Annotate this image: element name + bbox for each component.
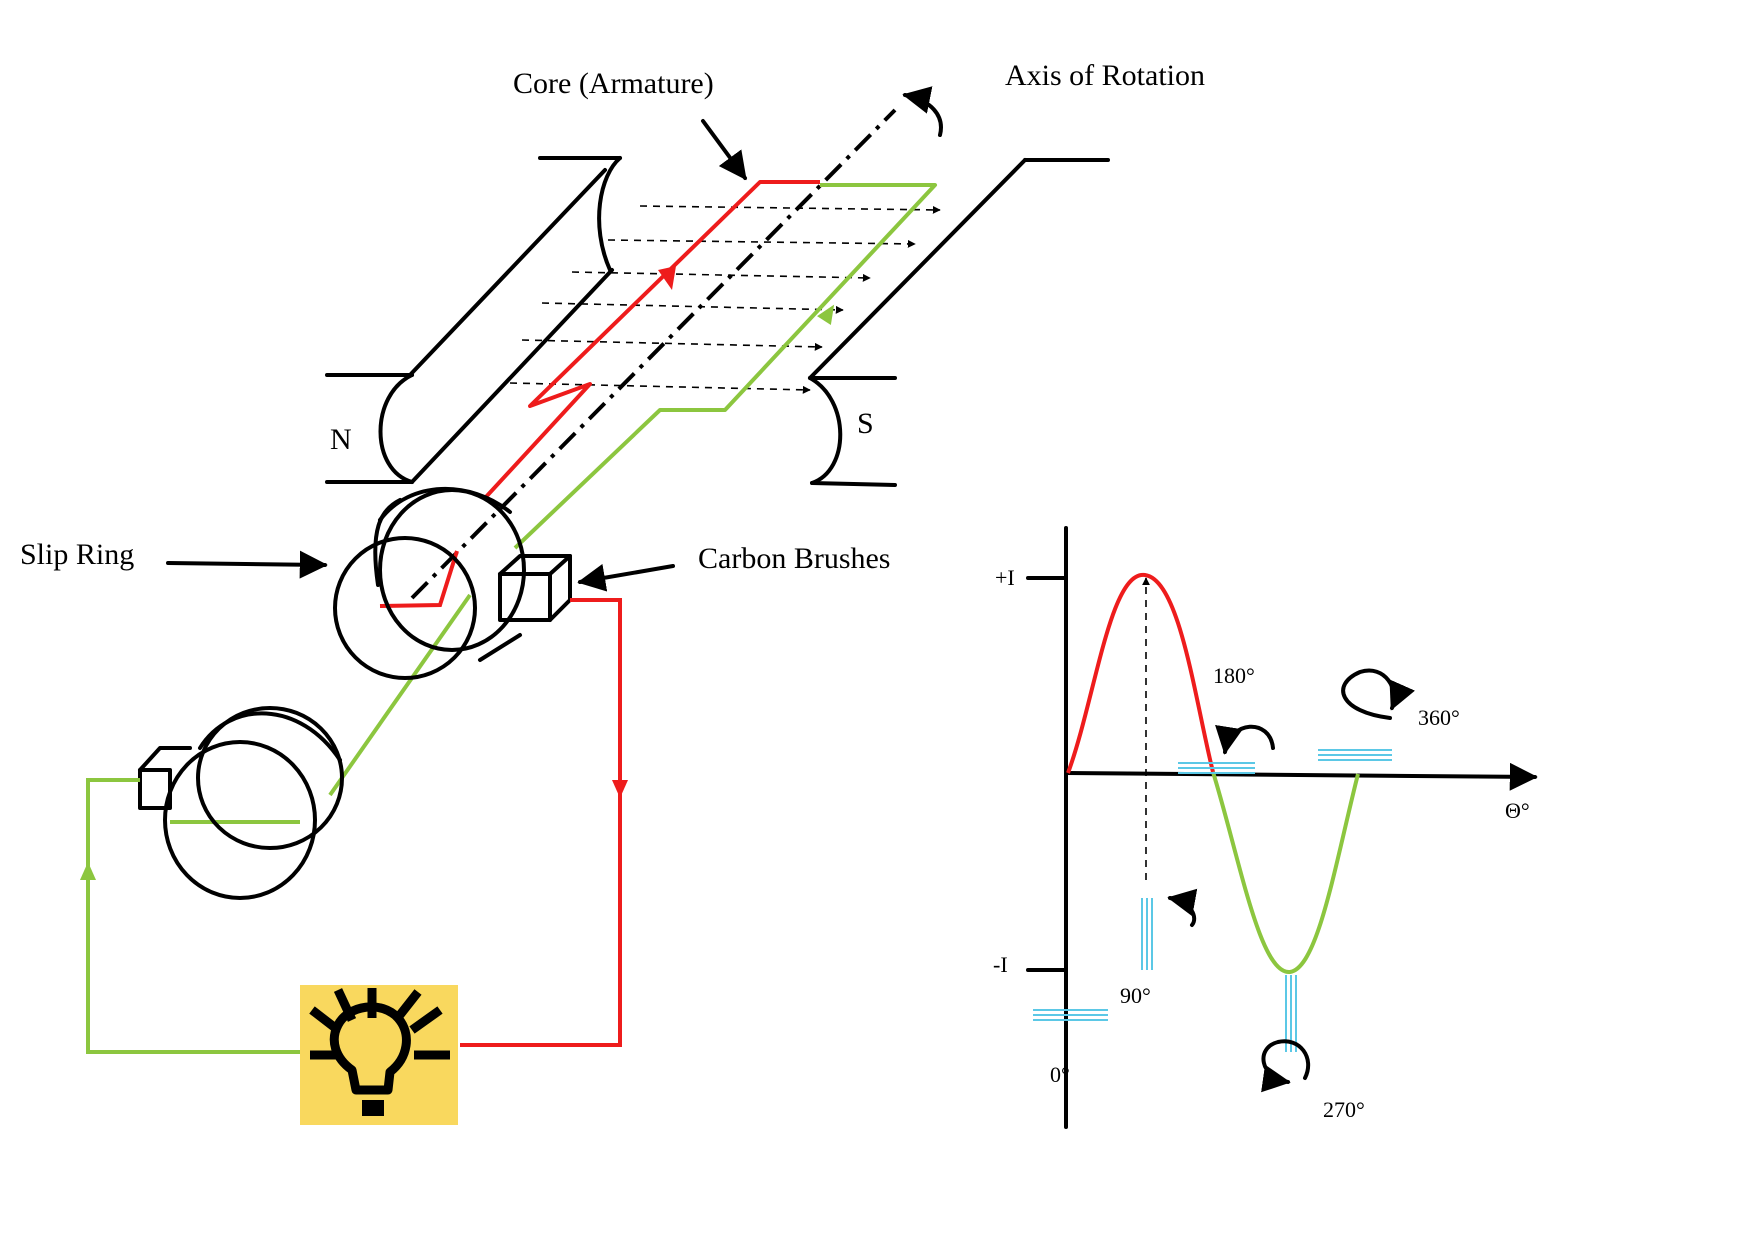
angle-360-label: 360° (1418, 705, 1460, 730)
slip-ring-lower (163, 706, 344, 900)
theta-axis-label: Θ° (1505, 798, 1530, 823)
rotation-arrow-icon (1341, 668, 1416, 720)
north-magnet (325, 156, 622, 484)
slip-ring-label: Slip Ring (20, 538, 134, 571)
slip-ring-upper (333, 486, 526, 680)
angle-270-label: 270° (1323, 1097, 1365, 1122)
coil-green-side (170, 183, 937, 824)
rotation-arrow-icon (1167, 888, 1198, 927)
field-lines (509, 205, 941, 394)
carbon-brush-upper (498, 554, 572, 622)
circuit-green-wire (80, 778, 300, 1054)
core-pointer (701, 119, 747, 181)
current-graph: +I -I Θ° 0° 90° 180° 270° 360° (993, 526, 1538, 1129)
minus-i-label: -I (993, 952, 1008, 977)
coil-red-side (379, 180, 820, 608)
positive-half-cycle (1066, 572, 1215, 774)
negative-half-cycle (1211, 771, 1360, 974)
core-label: Core (Armature) (513, 67, 714, 100)
rotation-axis (410, 108, 897, 600)
rotation-arrow-icon (1261, 1039, 1311, 1093)
coil-markers (1033, 749, 1392, 1052)
rotation-arrow-icon (1215, 724, 1275, 755)
angle-90-label: 90° (1120, 983, 1151, 1008)
north-pole-label: N (330, 423, 352, 456)
south-pole-label: S (857, 407, 874, 440)
south-magnet (808, 158, 1110, 487)
carbon-brush-lower (138, 746, 192, 810)
lamp-bulb-icon (300, 985, 458, 1125)
angle-180-label: 180° (1213, 663, 1255, 688)
rotation-arrow-icon (902, 86, 943, 137)
circuit-red-wire (460, 598, 628, 1047)
angle-0-label: 0° (1050, 1062, 1070, 1087)
plus-i-label: +I (995, 565, 1015, 590)
slip-ring-pointer (166, 550, 328, 579)
carbon-brushes-label: Carbon Brushes (698, 542, 890, 575)
axis-label: Axis of Rotation (1005, 59, 1205, 92)
carbon-brush-pointer (577, 563, 675, 592)
